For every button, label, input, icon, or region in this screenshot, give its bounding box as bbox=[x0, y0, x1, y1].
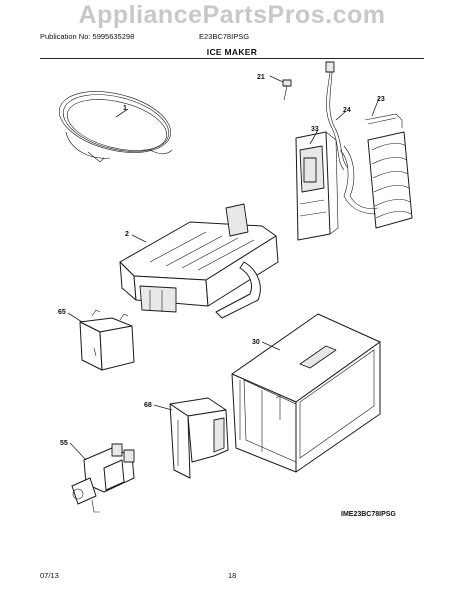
part-number-24: 24 bbox=[343, 107, 351, 114]
header-rule bbox=[40, 58, 424, 59]
cover-bracket bbox=[295, 131, 339, 241]
footer-date: 07/13 bbox=[40, 571, 59, 580]
part-number-30: 30 bbox=[252, 339, 260, 346]
leader-line bbox=[269, 75, 284, 83]
part-number-23: 23 bbox=[377, 96, 385, 103]
water-valve bbox=[71, 443, 135, 513]
part-number-65: 65 bbox=[58, 309, 66, 316]
leader-line bbox=[261, 341, 281, 351]
connector-clip bbox=[282, 79, 292, 101]
page-number: 18 bbox=[228, 571, 237, 580]
part-number-68: 68 bbox=[144, 402, 152, 409]
part-number-55: 55 bbox=[60, 440, 68, 447]
part-number-1: 1 bbox=[123, 105, 127, 112]
part-number-33: 33 bbox=[311, 126, 319, 133]
watermark: AppliancePartsPros.com bbox=[78, 1, 386, 29]
wire-harness bbox=[325, 61, 349, 171]
heater-coil bbox=[339, 113, 413, 229]
leader-line bbox=[335, 111, 346, 121]
leader-line bbox=[115, 108, 129, 118]
publication-number: Publication No: 5995635298 bbox=[40, 32, 135, 41]
part-number-2: 2 bbox=[125, 231, 129, 238]
chute-cover bbox=[169, 397, 229, 479]
model-number: E23BC78IPSG bbox=[199, 32, 250, 41]
leader-line bbox=[153, 404, 173, 411]
leader-line bbox=[131, 234, 147, 243]
leader-line bbox=[69, 442, 87, 461]
water-tube-coil bbox=[58, 91, 173, 163]
part-number-21: 21 bbox=[257, 74, 265, 81]
diagram-code: IME23BC78IPSG bbox=[341, 511, 396, 518]
exploded-parts-diagram: 1 21 24 23 33 bbox=[58, 61, 413, 513]
leader-line bbox=[309, 129, 319, 145]
page-title: ICE MAKER bbox=[206, 47, 258, 57]
ice-bucket bbox=[231, 313, 381, 473]
ice-maker-assembly bbox=[119, 203, 279, 319]
leader-line bbox=[67, 312, 83, 323]
cover-box bbox=[79, 309, 135, 371]
leader-line bbox=[371, 97, 380, 117]
